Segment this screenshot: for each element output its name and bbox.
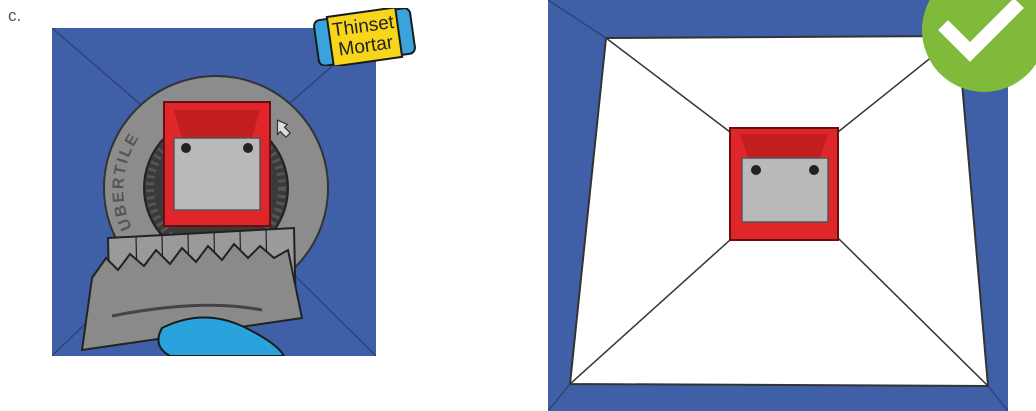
- screw-hole: [809, 165, 819, 175]
- step-label: c.: [8, 6, 21, 26]
- screw-hole: [751, 165, 761, 175]
- red-box-back-wall: [740, 134, 828, 158]
- screw-hole: [243, 143, 253, 153]
- red-box-back-wall: [174, 110, 260, 138]
- left-illustration: UBERTILE: [52, 28, 376, 356]
- checkmark-icon: [918, 0, 1036, 95]
- thinset-mortar-tag: Thinset Mortar: [308, 8, 421, 66]
- screw-hole: [181, 143, 191, 153]
